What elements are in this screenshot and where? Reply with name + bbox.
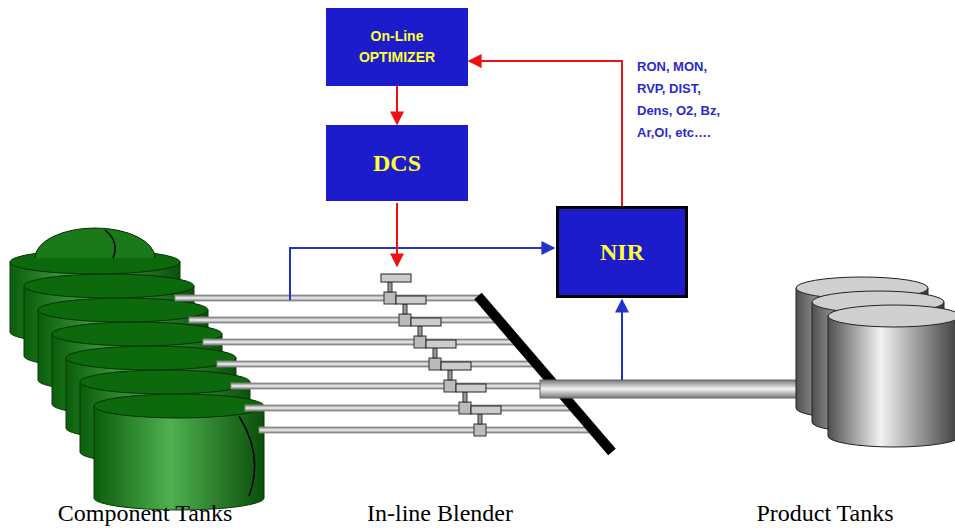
pipe bbox=[203, 339, 518, 345]
process-box: DCS bbox=[326, 125, 468, 201]
control-signal bbox=[396, 203, 398, 266]
pipe bbox=[175, 295, 480, 301]
section-caption: In-line Blender bbox=[315, 498, 565, 528]
section-caption: Component Tanks bbox=[20, 498, 270, 528]
component-tanks bbox=[10, 228, 264, 510]
pipe bbox=[259, 427, 593, 433]
sample-line bbox=[621, 300, 623, 380]
control-valve bbox=[471, 406, 501, 436]
process-box: NIR bbox=[556, 206, 688, 298]
tank bbox=[94, 394, 264, 510]
pipe bbox=[217, 361, 536, 367]
signal-arrow bbox=[396, 86, 398, 124]
sample-line bbox=[290, 248, 554, 300]
process-box: On-Line OPTIMIZER bbox=[326, 8, 468, 86]
pipe bbox=[189, 317, 499, 323]
product-tanks bbox=[796, 277, 955, 447]
box-label: NIR bbox=[600, 234, 644, 270]
measured-properties: RON, MON, RVP, DIST, Dens, O2, Bz, Ar,Ol… bbox=[637, 56, 739, 144]
box-label: DCS bbox=[373, 145, 421, 181]
product-tank bbox=[828, 305, 955, 447]
blender-header bbox=[478, 296, 612, 452]
pipe bbox=[245, 405, 574, 411]
signal-arrow bbox=[469, 61, 622, 206]
box-label: On-Line OPTIMIZER bbox=[352, 26, 442, 68]
pipe bbox=[231, 383, 555, 389]
section-caption: Product Tanks bbox=[705, 498, 945, 528]
product-pipe bbox=[540, 380, 810, 398]
